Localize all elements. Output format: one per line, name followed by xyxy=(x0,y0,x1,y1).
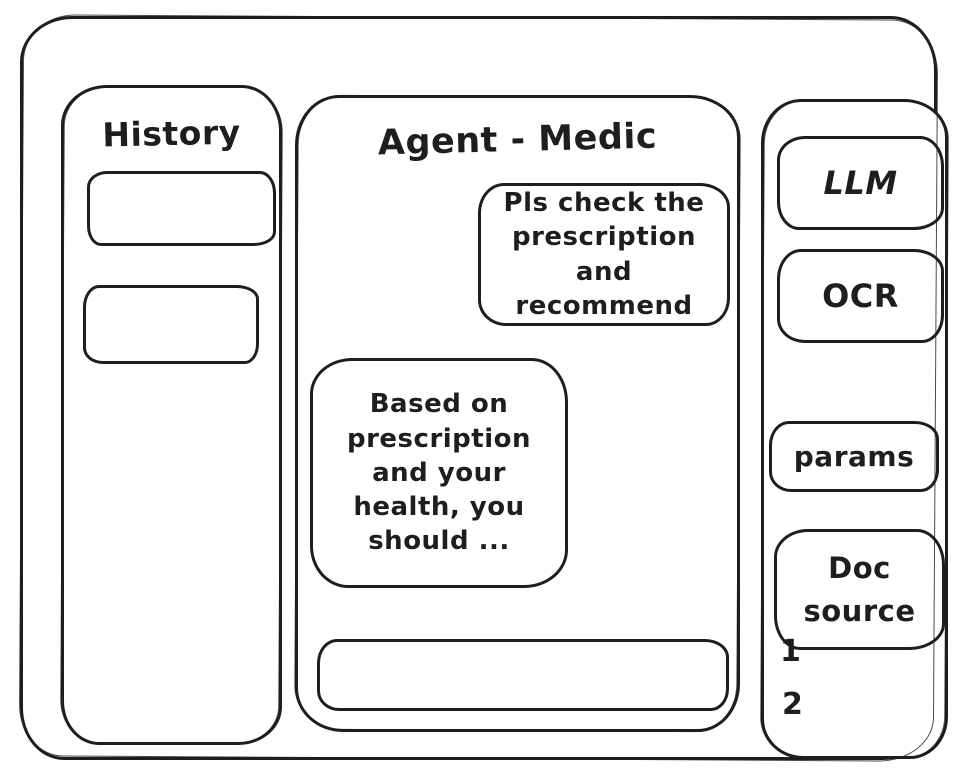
params-button[interactable]: params xyxy=(769,421,939,492)
user-message-text: Pls check the prescription and recommend xyxy=(503,187,705,321)
chat-title: Agent - Medic xyxy=(377,116,658,164)
history-item[interactable] xyxy=(83,285,259,364)
message-input[interactable] xyxy=(317,639,729,711)
history-item[interactable] xyxy=(87,171,276,246)
history-title: History xyxy=(101,112,242,155)
llm-button[interactable]: LLM xyxy=(777,136,944,230)
assistant-message-text: Based on prescription and your health, y… xyxy=(346,389,531,557)
history-panel: History xyxy=(61,85,282,745)
doc-source-item-1[interactable]: 1 xyxy=(780,634,802,669)
chat-panel: Agent - Medic Pls check the prescription… xyxy=(295,95,740,732)
doc-source-item-2[interactable]: 2 xyxy=(782,687,804,722)
app-window-frame: History Agent - Medic Pls check the pres… xyxy=(20,16,948,760)
assistant-message-bubble: Based on prescription and your health, y… xyxy=(310,358,568,588)
tools-panel: LLM OCR params Doc source 1 2 xyxy=(761,99,948,759)
ocr-button[interactable]: OCR xyxy=(777,249,944,343)
doc-source-button[interactable]: Doc source xyxy=(774,529,945,650)
user-message-bubble: Pls check the prescription and recommend xyxy=(478,183,730,326)
